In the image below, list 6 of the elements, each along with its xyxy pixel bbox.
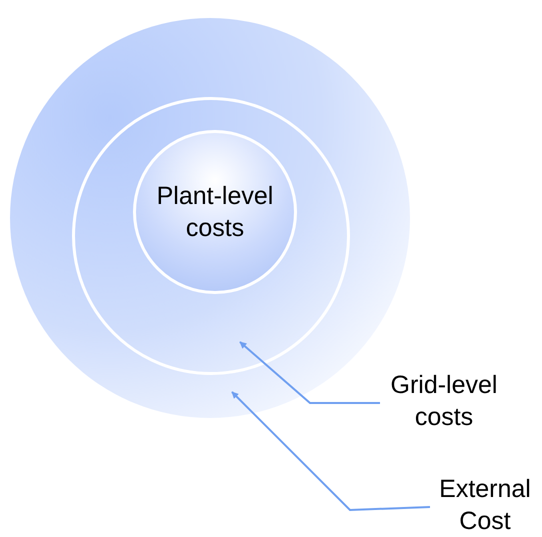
circle-label: Plant-level costs bbox=[156, 181, 274, 244]
middle-ring bbox=[72, 97, 350, 375]
arrow bbox=[231, 391, 430, 512]
leader-label: Grid-level costs bbox=[390, 370, 498, 433]
arrow bbox=[239, 341, 380, 404]
leader-label: External Cost bbox=[438, 474, 532, 537]
